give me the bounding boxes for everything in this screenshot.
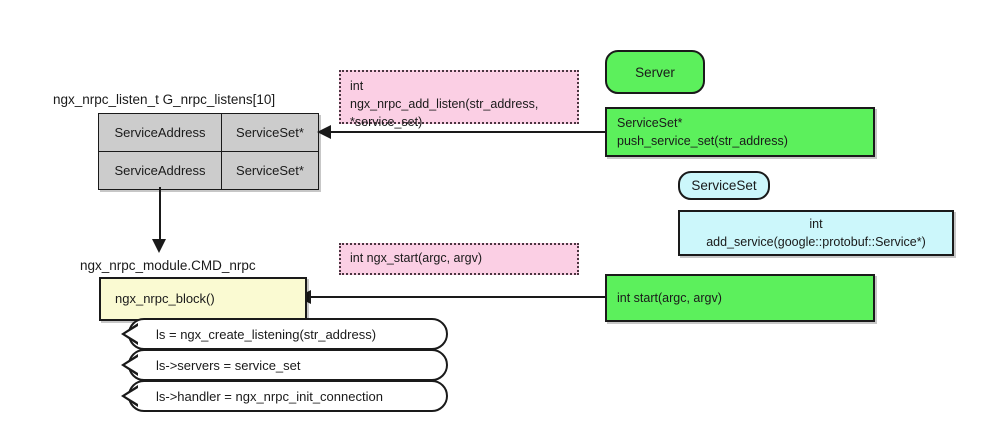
statement-text: ls->servers = service_set xyxy=(156,357,301,373)
method-push-service-set: ServiceSet* push_service_set(str_address… xyxy=(605,107,875,157)
note-add-listen: int ngx_nrpc_add_listen(str_address, *se… xyxy=(339,70,579,129)
table-row: ServiceAddress ServiceSet* xyxy=(98,151,319,190)
note-ngx-start: int ngx_start(argc, argv) xyxy=(339,243,579,275)
statement-text: ls = ngx_create_listening(str_address) xyxy=(156,326,377,342)
class-title-server: Server xyxy=(605,50,705,94)
module-label: ngx_nrpc_module.CMD_nrpc xyxy=(80,258,256,273)
statement-row: ls = ngx_create_listening(str_address) xyxy=(121,318,448,350)
statement-handler-assign: ls->handler = ngx_nrpc_init_connection xyxy=(121,380,448,412)
table-row: ServiceAddress ServiceSet* xyxy=(98,113,319,152)
connector-push-service-set xyxy=(330,131,605,133)
statement-notch-icon xyxy=(121,385,138,407)
statement-row: ls->handler = ngx_nrpc_init_connection xyxy=(121,380,448,412)
cell-service-address: ServiceAddress xyxy=(98,151,222,190)
statement-notch-icon xyxy=(121,323,138,345)
block-ngx-nrpc-block: ngx_nrpc_block() xyxy=(99,277,307,321)
arrowhead-left-icon xyxy=(317,125,331,139)
statement-servers-assign: ls->servers = service_set xyxy=(121,349,448,381)
cell-service-set: ServiceSet* xyxy=(221,151,319,190)
statement-text: ls->handler = ngx_nrpc_init_connection xyxy=(156,388,383,404)
listen-array-table: ServiceAddress ServiceSet* ServiceAddres… xyxy=(98,113,319,190)
connector-start-to-block xyxy=(310,296,605,298)
statement-create-listening: ls = ngx_create_listening(str_address) xyxy=(121,318,448,350)
cell-service-set: ServiceSet* xyxy=(221,113,319,152)
array-label: ngx_nrpc_listen_t G_nrpc_listens[10] xyxy=(53,92,276,107)
cell-service-address: ServiceAddress xyxy=(98,113,222,152)
connector-array-to-module xyxy=(159,187,161,241)
method-start: int start(argc, argv) xyxy=(605,274,875,322)
arrowhead-down-icon xyxy=(152,239,166,253)
class-title-serviceset: ServiceSet xyxy=(678,171,770,200)
method-add-service: int add_service(google::protobuf::Servic… xyxy=(678,210,954,256)
statement-notch-icon xyxy=(121,354,138,376)
statement-row: ls->servers = service_set xyxy=(121,349,448,381)
